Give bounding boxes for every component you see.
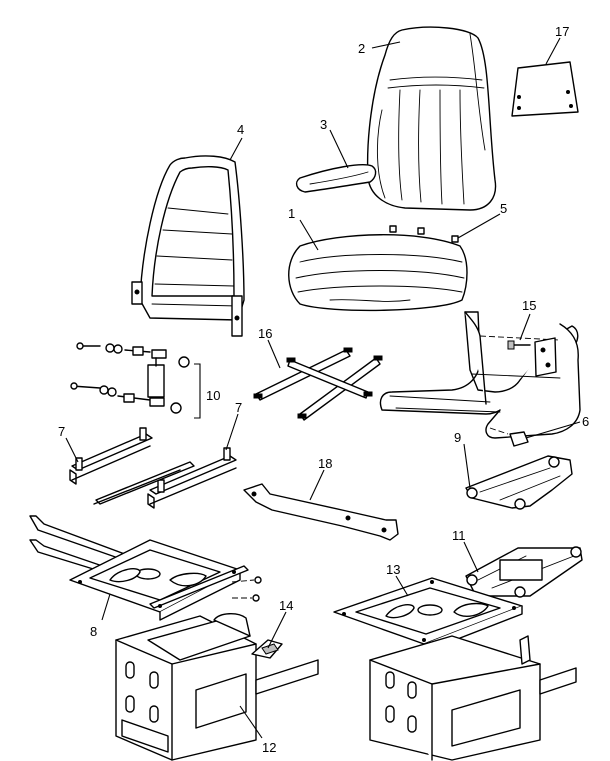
leader-lines xyxy=(65,37,581,739)
callout-5: 5 xyxy=(500,201,507,216)
part-armrest xyxy=(295,164,377,193)
callout-7b: 7 xyxy=(235,400,242,415)
part-seat-cushion xyxy=(288,225,468,312)
part-shock-absorber-assembly xyxy=(70,342,201,419)
part-seat-frame xyxy=(379,311,581,439)
callout-9: 9 xyxy=(454,430,461,445)
part-slide-rail-left xyxy=(69,427,153,485)
part-seat-back-cushion xyxy=(366,26,497,211)
part-back-frame xyxy=(131,155,245,337)
callout-8: 8 xyxy=(90,624,97,639)
part-straps xyxy=(253,347,383,421)
part-base-assembly xyxy=(29,515,262,621)
callout-3: 3 xyxy=(320,117,327,132)
callout-7a: 7 xyxy=(58,424,65,439)
part-slide-rail-right xyxy=(93,447,237,509)
part-bracket-bar xyxy=(243,483,399,541)
part-swing-link xyxy=(465,455,573,510)
callout-6: 6 xyxy=(582,414,589,429)
callout-16: 16 xyxy=(258,326,272,341)
callout-2: 2 xyxy=(358,41,365,56)
callout-12: 12 xyxy=(262,740,276,755)
part-swing-link-lower xyxy=(465,546,583,598)
callout-14: 14 xyxy=(279,598,293,613)
callout-17: 17 xyxy=(555,24,569,39)
callout-13: 13 xyxy=(386,562,400,577)
callout-11: 11 xyxy=(452,528,466,543)
callout-15: 15 xyxy=(522,298,536,313)
callout-18: 18 xyxy=(318,456,332,471)
part-pedestal-left xyxy=(115,613,319,761)
callout-4: 4 xyxy=(237,122,244,137)
part-pedestal-right xyxy=(333,577,577,761)
callout-1: 1 xyxy=(288,206,295,221)
part-nut xyxy=(489,427,529,447)
part-back-panel xyxy=(511,61,579,117)
callout-10: 10 xyxy=(206,388,220,403)
